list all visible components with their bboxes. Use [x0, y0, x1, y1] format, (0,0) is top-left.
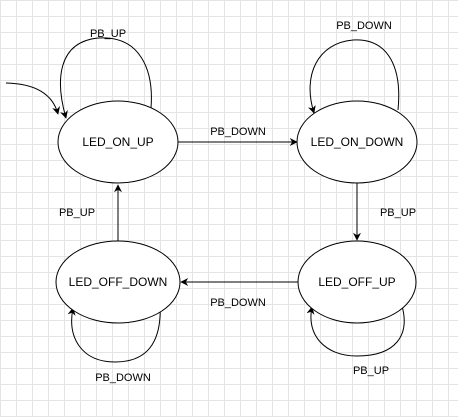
state-led-on-up: LED_ON_UP: [57, 100, 179, 184]
state-label-led-on-up: LED_ON_UP: [82, 135, 153, 149]
label-off-down-to-on-up: PB_UP: [59, 207, 95, 219]
initial-arrow: [5, 82, 61, 115]
state-label-led-on-down: LED_ON_DOWN: [311, 135, 404, 149]
state-led-off-down: LED_OFF_DOWN: [55, 240, 181, 324]
self-loop-led-off-down: [67, 301, 161, 363]
label-on-down-to-off-up: PB_UP: [380, 207, 416, 219]
label-self-on-down: PB_DOWN: [336, 20, 392, 32]
self-loop-led-off-up: [306, 305, 405, 357]
self-loop-led-on-up: [60, 37, 152, 119]
state-label-led-off-up: LED_OFF_UP: [318, 275, 395, 289]
state-led-off-up: LED_OFF_UP: [297, 240, 417, 324]
label-off-up-to-off-down: PB_DOWN: [210, 297, 266, 309]
state-label-led-off-down: LED_OFF_DOWN: [69, 275, 168, 289]
state-led-on-down: LED_ON_DOWN: [296, 100, 418, 184]
self-loop-led-on-down: [308, 39, 400, 114]
label-self-on-up: PB_UP: [90, 28, 126, 40]
label-on-up-to-on-down: PB_DOWN: [210, 126, 266, 138]
label-self-off-down: PB_DOWN: [95, 372, 151, 384]
label-self-off-up: PB_UP: [353, 365, 389, 377]
